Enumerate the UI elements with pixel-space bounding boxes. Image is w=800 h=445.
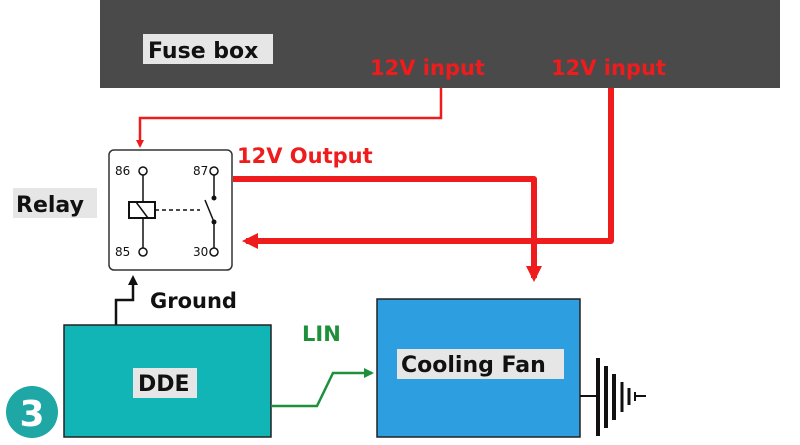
dde-label: DDE <box>138 372 190 397</box>
relay-output-wire <box>233 176 542 282</box>
fuse-to-relay-86-wire <box>136 88 443 148</box>
relay-label-bg <box>13 188 97 218</box>
relay-pin-87-label: 87 <box>193 164 208 178</box>
output-label: 12V Output <box>237 144 373 168</box>
ground-wire <box>114 275 138 325</box>
relay-pin-30-label: 30 <box>193 245 208 259</box>
ground-label: Ground <box>150 289 237 313</box>
step-number: 3 <box>19 394 44 435</box>
fuse-box-input-right-label: 12V input <box>551 56 666 80</box>
relay-contact-upper-dot <box>211 195 217 201</box>
lin-label: LIN <box>302 322 341 346</box>
fuse-box-label-bg <box>143 34 273 64</box>
fuse-to-relay-30-wire <box>242 88 614 249</box>
cooling-fan-label: Cooling Fan <box>401 353 546 378</box>
relay-pin-86-label: 86 <box>115 164 130 178</box>
relay-pin-85-label: 85 <box>115 245 130 259</box>
cooling-fan-label-bg <box>397 349 564 379</box>
fuse-box-input-left-label: 12V input <box>370 56 485 80</box>
dde-label-bg <box>133 368 197 398</box>
relay-schematic <box>128 166 219 257</box>
lin-wire <box>271 368 374 408</box>
relay-contact-lower-dot <box>211 219 217 225</box>
vibration-waves-icon <box>580 358 646 436</box>
fuse-box-label: Fuse box <box>148 39 258 64</box>
relay-label: Relay <box>16 193 84 218</box>
step-badge <box>6 386 58 438</box>
